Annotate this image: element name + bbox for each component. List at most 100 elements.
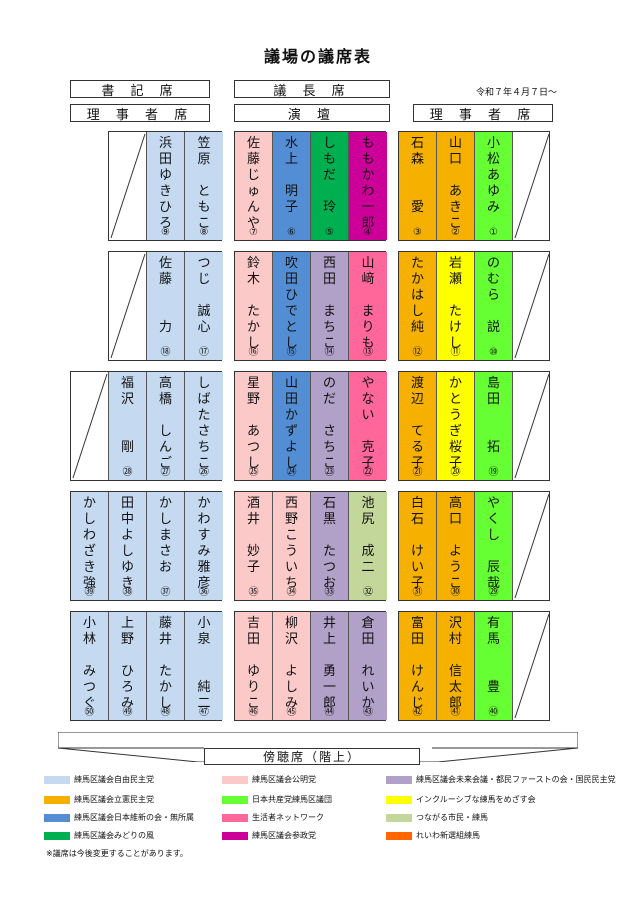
legend-swatch [44, 795, 70, 804]
seat-number: ⑲ [488, 467, 499, 478]
seat-number: ⑥ [287, 227, 296, 238]
seat-number: ㉚ [450, 587, 461, 598]
seat-member-name: 富田 けんじ [410, 616, 424, 711]
seat-number: ㊲ [160, 587, 171, 598]
legend-label: 練馬区議会参政党 [252, 831, 316, 840]
legend-item: 生活者ネットワーク [222, 812, 324, 823]
seat-member-name: 小泉 純二 [197, 616, 211, 711]
seat-number: ㉛ [412, 587, 423, 598]
legend-label: 練馬区議会公明党 [252, 775, 316, 784]
empty-seat-slash [110, 253, 146, 359]
empty-seat-slash [514, 373, 550, 479]
seat-number: ㉔ [286, 467, 297, 478]
seat-number: ㉟ [248, 587, 259, 598]
legend-label: 練馬区議会みどりの風 [74, 831, 154, 840]
seat-member-name: やない 克子 [361, 376, 375, 471]
seat-member-name: 白石 けい子 [410, 496, 424, 591]
legend-item: 練馬区議会みどりの風 [44, 830, 154, 841]
empty-seat [108, 372, 109, 480]
seat-number: ⑳ [450, 467, 461, 478]
seat-number: ⑩ [489, 347, 498, 358]
seat-number: ⑫ [412, 347, 423, 358]
seat-member-name: 西田 まちこ [322, 256, 336, 351]
seat-member-name: しもだ 玲 [322, 136, 336, 215]
seat-number: ㊴ [84, 587, 95, 598]
legend-label: インクルーシブな練馬をめざす会 [416, 795, 536, 804]
seat-member-name: 島田 拓 [486, 376, 500, 455]
seat-number: ㉒ [363, 467, 373, 478]
seat-member-name: 佐藤じゅんや [246, 136, 260, 231]
seat-member-name: 高口 ようこ [448, 496, 462, 591]
legend-swatch [386, 831, 412, 840]
legend-label: つながる市民・練馬 [416, 813, 488, 822]
legend-swatch [222, 831, 248, 840]
seat-member-name: やくし 辰哉 [486, 496, 500, 591]
empty-seat-slash [514, 613, 550, 719]
seat-member-name: 山口 あきこ [448, 136, 462, 231]
seat-member-name: 沢村 信太郎 [448, 616, 462, 711]
footnote: ※議席は今後変更することがあります。 [46, 849, 188, 858]
seat-member-name: 石黒 たつお [322, 496, 336, 591]
seat-member-name: 吉田 ゆりこ [246, 616, 260, 711]
seat-number: ㊱ [199, 587, 209, 598]
legend-swatch [222, 775, 248, 784]
legend-item: 練馬区議会公明党 [222, 774, 316, 785]
legend-swatch [222, 795, 248, 804]
seat-member-name: 吹田ひでとし [284, 256, 298, 351]
legend-swatch [44, 813, 70, 822]
seat-member-name: のむら 説 [486, 256, 500, 335]
seat-member-name: 笠原 ともこ [197, 136, 211, 231]
seat-number: ② [451, 227, 460, 238]
seat-number: ⑱ [160, 347, 171, 358]
seat-number: ㉝ [324, 587, 335, 598]
seat-number: ① [489, 227, 498, 238]
seat-member-name: 山田かずよし [284, 376, 298, 471]
seat-number: ⑦ [249, 227, 258, 238]
effective-date: 令和７年４月７日～ [476, 88, 558, 98]
seat-member-name: たかはし純 [410, 256, 424, 335]
legend-swatch [44, 775, 70, 784]
seat-member-name: 小松あゆみ [486, 136, 500, 215]
seat-number: ⑧ [199, 227, 209, 238]
seat-number: ㊸ [363, 707, 373, 718]
seat-member-name: 水上 明子 [284, 136, 298, 215]
seat-member-name: 小林 みつぐ [82, 616, 96, 711]
seat-member-name: 藤井 たかし [158, 616, 172, 711]
clerk-seat-label: 書 記 席 [70, 80, 210, 99]
legend-item: れいわ新選組練馬 [386, 830, 480, 841]
legend-label: 生活者ネットワーク [252, 813, 324, 822]
legend-swatch [386, 795, 412, 804]
seat-number: ③ [413, 227, 422, 238]
legend-label: 練馬区議会立憲民主党 [74, 795, 154, 804]
seat-number: ㉕ [248, 467, 259, 478]
seat: のむら 説 ⑩ [475, 252, 513, 360]
seat-member-name: 井上 勇一郎 [322, 616, 336, 711]
seat-member-name: 倉田 れいか [361, 616, 375, 711]
seat: 水上 明子 ⑥ [273, 132, 311, 240]
seat-member-name: つじ 誠心 [197, 256, 211, 335]
legend-swatch [222, 813, 248, 822]
seat-member-name: 福沢 剛 [120, 376, 134, 455]
seat-number: ⑭ [324, 347, 335, 358]
legend-label: 練馬区議会日本維新の会・無所属 [74, 813, 194, 822]
seat-number: ㉞ [286, 587, 297, 598]
seat-number: ⑯ [248, 347, 259, 358]
seat-number: ㉙ [488, 587, 499, 598]
